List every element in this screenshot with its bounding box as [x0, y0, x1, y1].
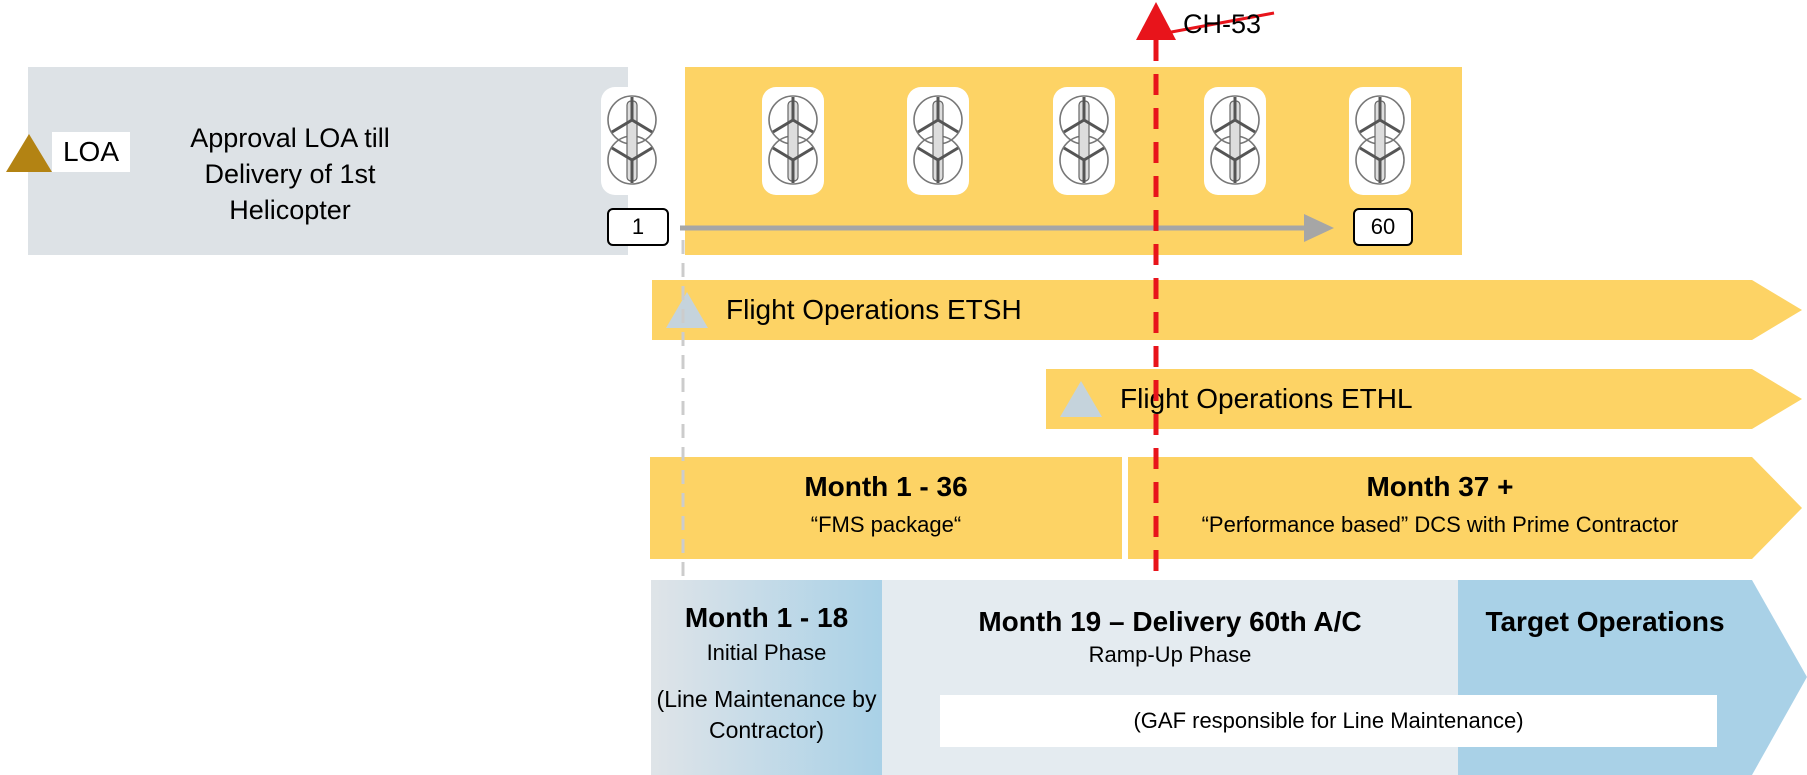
contract-phase-performance: Month 37 + “Performance based” DCS with …	[1128, 457, 1752, 559]
milestone-triangle-icon	[666, 292, 708, 328]
helicopter-icon	[601, 87, 663, 195]
contract-phase-title: Month 1 - 36	[804, 471, 968, 502]
loa-milestone-marker	[6, 134, 52, 172]
flight-ops-etsh-label: Flight Operations ETSH	[726, 294, 1022, 325]
contract-phase-title: Month 37 +	[1366, 471, 1514, 502]
ch53-label: CH-53	[1183, 9, 1262, 39]
helicopter-icon	[1053, 87, 1115, 195]
first-delivery-count: 1	[607, 208, 669, 246]
banner-arrowhead	[1752, 280, 1802, 340]
ops-phase-subtitle: Initial Phase	[706, 640, 827, 665]
milestone-triangle-icon	[1060, 381, 1102, 417]
banner-arrowhead	[1752, 369, 1802, 429]
loa-label: LOA	[52, 132, 130, 172]
flight-ops-ethl-banner: Flight Operations ETHL	[1046, 369, 1752, 429]
ops-phase-title: Month 19 – Delivery 60th A/C	[978, 606, 1362, 637]
arrow-head-icon	[1304, 214, 1334, 242]
approval-loa-text: Approval LOA till Delivery of 1st Helico…	[190, 123, 390, 225]
ops-phase-initial: Month 1 - 18 Initial Phase (Line Mainten…	[651, 580, 882, 775]
helicopter-icon	[1349, 87, 1411, 195]
flight-ops-etsh-banner: Flight Operations ETSH	[652, 280, 1752, 340]
helicopter-icon	[1204, 87, 1266, 195]
ops-phase-title: Month 1 - 18	[684, 602, 849, 633]
ops-phase-note: (GAF responsible for Line Maintenance)	[940, 695, 1717, 747]
contract-phase-subtitle: “Performance based” DCS with Prime Contr…	[1201, 512, 1679, 537]
flight-ops-ethl-label: Flight Operations ETHL	[1120, 383, 1413, 414]
ch53-strikethrough	[1165, 11, 1275, 35]
contract-phase-subtitle: “FMS package“	[810, 512, 962, 537]
phase-arrowhead	[1752, 580, 1807, 775]
helicopter-icon	[762, 87, 824, 195]
contract-phase-fms: Month 1 - 36 “FMS package“	[650, 457, 1122, 559]
ch53-up-arrow-icon	[1136, 2, 1176, 40]
last-delivery-count: 60	[1353, 208, 1413, 246]
helicopter-icon	[907, 87, 969, 195]
ops-phase-note: (Line Maintenance by Contractor)	[656, 686, 877, 743]
ops-phase-subtitle: Ramp-Up Phase	[1088, 642, 1252, 667]
ops-phase-title: Target Operations	[1485, 606, 1725, 637]
phase-arrowhead	[1752, 457, 1802, 559]
